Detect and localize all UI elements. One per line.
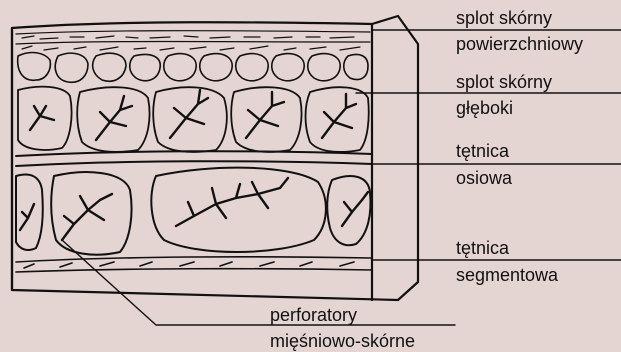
label-perforators: perforatory mięśniowo-skórne xyxy=(270,305,415,351)
label-superficial-plexus: splot skórny powierzchniowy xyxy=(456,8,583,54)
label-perforators-line2: mięśniowo-skórne xyxy=(270,331,415,351)
label-superficial-plexus-line1: splot skórny xyxy=(456,8,583,28)
label-segmental-artery-line2: segmentowa xyxy=(456,265,558,285)
label-perforators-line1: perforatory xyxy=(270,305,415,325)
label-segmental-artery: tętnica segmentowa xyxy=(456,238,558,285)
axial-artery-band xyxy=(16,151,372,166)
label-axial-artery-line1: tętnica xyxy=(456,141,512,161)
label-deep-plexus-line2: głęboki xyxy=(456,98,552,118)
label-deep-plexus-line1: splot skórny xyxy=(456,72,552,92)
label-segmental-artery-line1: tętnica xyxy=(456,238,558,258)
epidermis-layer xyxy=(16,31,370,50)
label-superficial-plexus-line2: powierzchniowy xyxy=(456,34,583,54)
label-axial-artery: tętnica osiowa xyxy=(456,141,512,188)
muscle-compartments xyxy=(16,168,370,255)
label-axial-artery-line2: osiowa xyxy=(456,168,512,188)
muscle-vessels xyxy=(20,178,368,240)
papillary-cells xyxy=(18,53,368,83)
fascia-band xyxy=(16,257,372,272)
label-deep-plexus: splot skórny głęboki xyxy=(456,72,552,118)
